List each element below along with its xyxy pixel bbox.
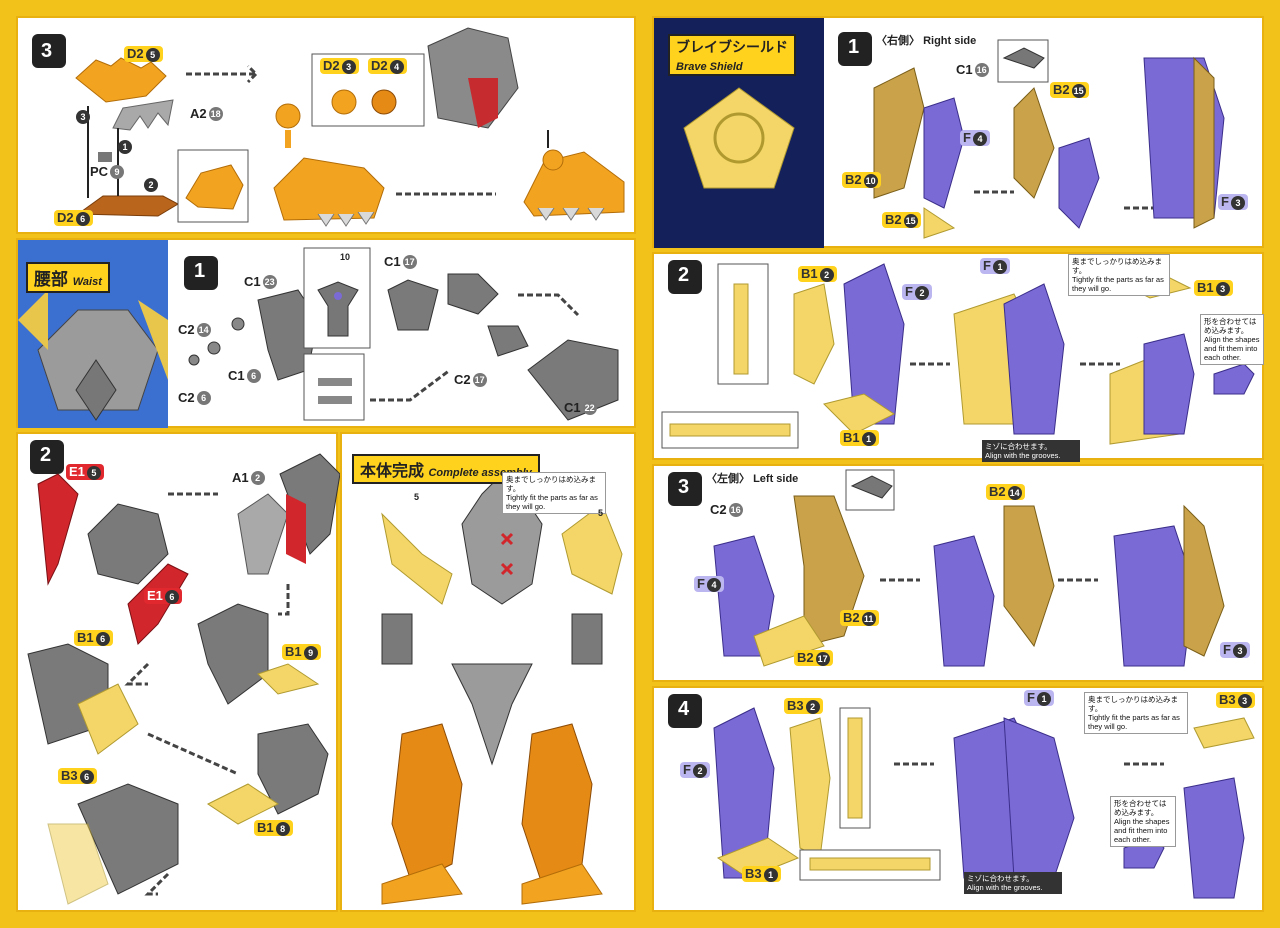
note-fit: 奥までしっかりはめ込みます。Tightly fit the parts as f… [1068,254,1170,296]
step-number: 4 [678,698,690,720]
step3-illustration [32,27,625,227]
callout-2: 2 [142,178,158,192]
step-number: 3 [678,476,690,498]
side-label: 〈左側〉 Left side [706,473,799,485]
complete-illustration [381,473,623,905]
step-number: 2 [678,264,690,286]
callout-3: 3 [74,110,90,124]
step2-right-illustration [661,260,1255,449]
step2-illustration [27,440,341,905]
step3-right-illustration [668,469,1225,667]
note-groove: ミゾに合わせます。Align with the grooves. [964,872,1062,894]
tool-b: 5 [598,508,604,518]
tool-label: 10 [340,252,351,262]
part-pc9 [98,152,112,162]
step-number: 3 [41,40,53,62]
part-d2-6 [76,195,180,217]
step-number: 1 [194,260,206,282]
part-a2-18 [112,99,174,131]
waist-illustration [18,240,619,428]
part-d2-5 [75,57,167,103]
step-badge-bg [32,34,66,68]
waist-title: 腰部 Waist [26,262,110,293]
note-fit: 奥までしっかりはめ込みます。Tightly fit the parts as f… [1084,692,1188,734]
tool-a: 5 [414,492,420,502]
note-groove: ミゾに合わせます。Align with the grooves. [982,440,1080,462]
callout-1: 1 [116,140,132,154]
panel-complete-assembly: 本体完成 Complete assembly 奥までしっかりはめ込みます。Tig… [340,432,636,912]
step-number: 2 [40,444,52,466]
side-label: 〈右側〉 Right side [876,35,977,47]
step4-right-illustration [668,694,1255,899]
note-align: 形を合わせてはめ込みます。Align the shapes and fit th… [1200,314,1264,365]
note-align: 形を合わせてはめ込みます。Align the shapes and fit th… [1110,796,1176,847]
note-fit: 奥までしっかりはめ込みます。Tightly fit the parts as f… [502,472,606,514]
step-number: 1 [848,36,860,58]
